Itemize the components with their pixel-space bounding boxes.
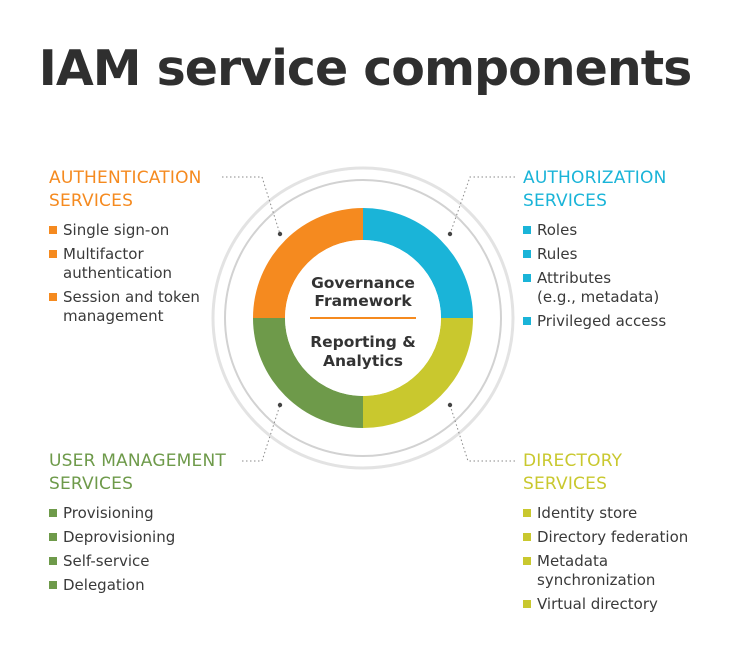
heading-line: SERVICES xyxy=(49,191,134,211)
authentication-connector xyxy=(222,176,281,235)
bullet-square-icon xyxy=(523,250,531,258)
item-text: Identity store xyxy=(537,504,638,522)
inner-ring xyxy=(224,179,502,457)
list-item: Delegation xyxy=(49,576,279,595)
user-management-connector-dot xyxy=(277,402,283,408)
authorization-list: Roles Rules Attributes(e.g., metadata) P… xyxy=(523,221,723,331)
directory-services: DIRECTORY SERVICES Identity store Direct… xyxy=(523,450,723,619)
list-item: Attributes(e.g., metadata) xyxy=(523,269,723,307)
directory-quadrant xyxy=(363,318,473,428)
authorization-connector xyxy=(449,176,515,235)
bullet-square-icon xyxy=(49,293,57,301)
user-management-heading: USER MANAGEMENT SERVICES xyxy=(49,450,279,496)
item-text: Directory federation xyxy=(537,528,689,546)
item-text: Delegation xyxy=(63,576,145,594)
item-text: Attributes xyxy=(537,269,612,287)
item-text: Rules xyxy=(537,245,578,263)
bullet-square-icon xyxy=(49,509,57,517)
heading-line: AUTHENTICATION xyxy=(49,168,202,188)
item-text: Session and token xyxy=(63,288,200,306)
bullet-square-icon xyxy=(523,509,531,517)
heading-line: SERVICES xyxy=(523,191,608,211)
item-text: Roles xyxy=(537,221,578,239)
item-text: Privileged access xyxy=(537,312,667,330)
center-bottom-line1: Reporting & xyxy=(310,333,416,351)
item-text: Virtual directory xyxy=(537,595,658,613)
list-item: Privileged access xyxy=(523,312,723,331)
list-item: Identity store xyxy=(523,504,723,523)
heading-line: AUTHORIZATION xyxy=(523,168,667,188)
bullet-square-icon xyxy=(523,557,531,565)
heading-line: SERVICES xyxy=(523,474,608,494)
bullet-square-icon xyxy=(49,581,57,589)
list-item: Provisioning xyxy=(49,504,279,523)
bullet-square-icon xyxy=(523,317,531,325)
directory-connector-dot xyxy=(447,402,453,408)
item-text: authentication xyxy=(63,264,173,282)
item-text: Self-service xyxy=(63,552,150,570)
user-management-services: USER MANAGEMENT SERVICES Provisioning De… xyxy=(49,450,279,600)
heading-line: USER MANAGEMENT xyxy=(49,451,226,471)
heading-line: DIRECTORY xyxy=(523,451,623,471)
bullet-square-icon xyxy=(49,557,57,565)
item-text: Single sign-on xyxy=(63,221,170,239)
item-text: Metadata xyxy=(537,552,609,570)
directory-heading: DIRECTORY SERVICES xyxy=(523,450,723,496)
authentication-connector-dot xyxy=(277,231,283,237)
bullet-square-icon xyxy=(523,533,531,541)
center-top-line1: Governance xyxy=(311,274,415,292)
authentication-heading: AUTHENTICATION SERVICES xyxy=(49,167,259,213)
heading-line: SERVICES xyxy=(49,474,134,494)
list-item: Virtual directory xyxy=(523,595,723,614)
item-text: management xyxy=(63,307,164,325)
list-item: Rules xyxy=(523,245,723,264)
authorization-services: AUTHORIZATION SERVICES Roles Rules Attri… xyxy=(523,167,723,336)
bullet-square-icon xyxy=(523,600,531,608)
item-text: synchronization xyxy=(537,571,656,589)
center-bottom-line2: Analytics xyxy=(323,352,403,370)
list-item: Self-service xyxy=(49,552,279,571)
bullet-square-icon xyxy=(49,226,57,234)
authorization-heading: AUTHORIZATION SERVICES xyxy=(523,167,723,213)
authentication-quadrant xyxy=(253,208,363,318)
authorization-quadrant xyxy=(363,208,473,318)
list-item: Single sign-on xyxy=(49,221,259,240)
authentication-services: AUTHENTICATION SERVICES Single sign-on M… xyxy=(49,167,259,331)
list-item: Deprovisioning xyxy=(49,528,279,547)
list-item: Directory federation xyxy=(523,528,723,547)
item-text: Provisioning xyxy=(63,504,154,522)
bullet-square-icon xyxy=(523,226,531,234)
user-management-connector xyxy=(242,404,281,462)
user-management-list: Provisioning Deprovisioning Self-service… xyxy=(49,504,279,595)
directory-list: Identity store Directory federation Meta… xyxy=(523,504,723,614)
diagram-title: IAM service components xyxy=(38,40,693,97)
list-item: Roles xyxy=(523,221,723,240)
item-text: Multifactor xyxy=(63,245,144,263)
authorization-connector-dot xyxy=(447,231,453,237)
user-management-quadrant xyxy=(253,318,363,428)
outer-ring xyxy=(211,166,515,470)
bullet-square-icon xyxy=(49,250,57,258)
item-text: Deprovisioning xyxy=(63,528,176,546)
center-top-line2: Framework xyxy=(314,292,412,310)
bullet-square-icon xyxy=(49,533,57,541)
bullet-square-icon xyxy=(523,274,531,282)
item-text: (e.g., metadata) xyxy=(537,288,660,306)
